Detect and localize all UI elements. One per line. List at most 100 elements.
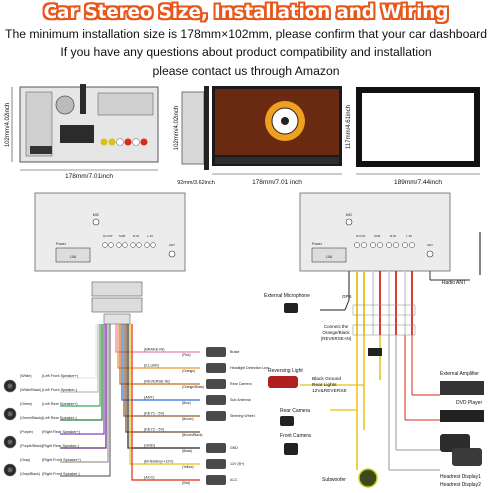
signal-list: (BRAKE-IN)(Pink)Brake(ILLUMI)(Orange)Hea…: [144, 347, 269, 485]
side-height-label: 102mm/4.02inch: [174, 106, 180, 150]
signal-wire: [131, 324, 200, 481]
signal-label: (B+Battery/+12V): [144, 460, 174, 464]
signal-wire-color: (Orange/Black): [182, 385, 204, 389]
speaker-wire-color: (Purple): [20, 430, 33, 434]
right-mic-label: MIC: [346, 213, 353, 217]
signal-label: (ANT): [144, 396, 155, 400]
device-icon: [206, 395, 226, 405]
speaker-wire: [60, 324, 109, 463]
external-microphone-label: External Microphone: [264, 293, 310, 299]
speaker-wire-color: (White/Black): [20, 388, 41, 392]
black-ground-label: Black Ground: [312, 376, 341, 382]
signal-label: (ILLUMI): [144, 364, 160, 368]
signal-wire-color: (Brown/Black): [182, 433, 203, 437]
rear-lights-label: Rear Lights: [312, 382, 337, 388]
speaker-wire: [60, 324, 99, 393]
subwoofer-label: Subwoofer: [322, 477, 346, 483]
signal-wire: [127, 324, 200, 449]
left-ant-label: ANT: [169, 243, 175, 247]
signal-wire-color: (Pink): [182, 353, 191, 357]
speaker-wire: [60, 324, 107, 449]
front-camera-icon: [284, 443, 298, 455]
signal-label: (KEY1 - 5V): [144, 412, 165, 416]
intro-line-2: If you have any questions about product …: [60, 45, 432, 59]
left-power-label: Power: [56, 242, 67, 246]
right-power-label: Power: [312, 242, 323, 246]
headrest2-label: Headrest Display2: [440, 482, 481, 488]
signal-wire-color: (Yellow): [182, 465, 194, 469]
rear-width-label: 178mm/7.01inch: [65, 173, 113, 180]
device-icon: [206, 459, 226, 469]
device-label: GND: [230, 446, 238, 450]
reversing-light-label: Reversing Light: [268, 368, 303, 374]
microphone-icon: [284, 303, 298, 313]
right-rca-label-1: R-OUT: [356, 234, 366, 238]
right-ant-label: ANT: [427, 243, 433, 247]
page-title: Car Stereo Size, Installation and Wiring: [43, 2, 449, 23]
left-rear-panel: MIC Power 10A R-OUT SUB R-IN L-IN ANT: [34, 192, 186, 272]
right-rca-label-3: R-IN: [390, 234, 396, 238]
rear-view-drawing: [19, 84, 159, 163]
front-view-drawing: [212, 86, 342, 166]
signal-wire: [119, 324, 200, 385]
frame-width-label: 189mm/7.44inch: [394, 179, 442, 186]
dvd-player-icon: [440, 410, 484, 422]
device-icon: [206, 443, 226, 453]
external-amplifier-label: External Amplifier: [440, 371, 479, 377]
device-label: Rear Camera: [230, 382, 252, 386]
speaker-label: (Left Front Speaker-): [42, 388, 78, 392]
speaker-label: (Right Front Speaker-): [42, 472, 81, 476]
device-label: Steering Wheel: [230, 414, 255, 418]
left-rca-label-1: R-OUT: [103, 234, 113, 238]
speaker-wire-color: (White): [20, 374, 32, 378]
left-fuse-label: 10A: [70, 255, 77, 259]
reversing-light-icon: [268, 376, 298, 388]
speaker-wire-color: (Gray/Black): [20, 472, 40, 476]
headrest-display-2-icon: [452, 448, 482, 466]
speaker-label: (Left Rear Speaker+): [42, 402, 78, 406]
device-icon: [206, 411, 226, 421]
speaker-list: (White)(Left Front Speaker+)(White/Black…: [3, 374, 81, 477]
frame-drawing: [356, 87, 480, 167]
speaker-wire-color: (Green): [20, 402, 32, 406]
device-icon: [206, 379, 226, 389]
device-label: Headlight Detection Line: [230, 366, 269, 370]
left-rca-label-4: L-IN: [147, 234, 153, 238]
signal-wire-color: (Brown): [182, 417, 194, 421]
intro-line-3: please contact us through Amazon: [152, 64, 340, 78]
signal-wire-color: (Black): [182, 449, 192, 453]
right-rear-panel: MIC Power 10A R-OUT SUB R-IN L-IN ANT: [299, 192, 451, 272]
device-icon: [206, 363, 226, 373]
side-view-drawing: [181, 86, 209, 170]
signal-wire: [117, 324, 200, 369]
side-depth-label: 92mm/3.62inch: [177, 180, 215, 186]
speaker-wire: [60, 324, 105, 435]
device-label: 12V (B+): [230, 462, 244, 466]
speaker-label: (Right Rear Speaker-): [42, 444, 80, 448]
left-harness-connector: [91, 281, 143, 325]
radio-ant-label: Radio ANT: [442, 280, 466, 286]
amplifier-icon: [440, 381, 484, 395]
speaker-wire-color: (Purple/Black): [20, 444, 43, 448]
signal-label: (BRAKE-IN): [144, 348, 165, 352]
connect-note-2: Orange/Black: [322, 330, 350, 335]
signal-wire-color: (Red): [182, 481, 190, 485]
dimension-drawings: 102mm/4.02inch 178mm/7.01inch 102mm/4.02…: [5, 84, 480, 186]
left-harness-wires: [60, 324, 200, 481]
speaker-label: (Left Rear Speaker-): [42, 416, 77, 420]
speaker-wire: [60, 324, 97, 379]
right-fuse-label: 10A: [326, 255, 333, 259]
signal-label: (GND): [144, 444, 156, 448]
dvd-player-label: DVD Player: [456, 400, 482, 406]
device-icon: [206, 475, 226, 485]
speaker-cone: [7, 383, 13, 389]
gps-label: GPS: [342, 294, 352, 299]
signal-wire: [129, 324, 200, 465]
headrest-display-1-icon: [440, 434, 470, 452]
rear-camera-label: Rear Camera: [280, 408, 310, 414]
speaker-wire: [60, 324, 111, 477]
rear-camera-icon: [280, 416, 294, 426]
signal-wire: [115, 324, 200, 353]
intro-line-1: The minimum installation size is 178mm×1…: [5, 27, 487, 41]
connect-note-1: Connect the: [324, 324, 349, 329]
